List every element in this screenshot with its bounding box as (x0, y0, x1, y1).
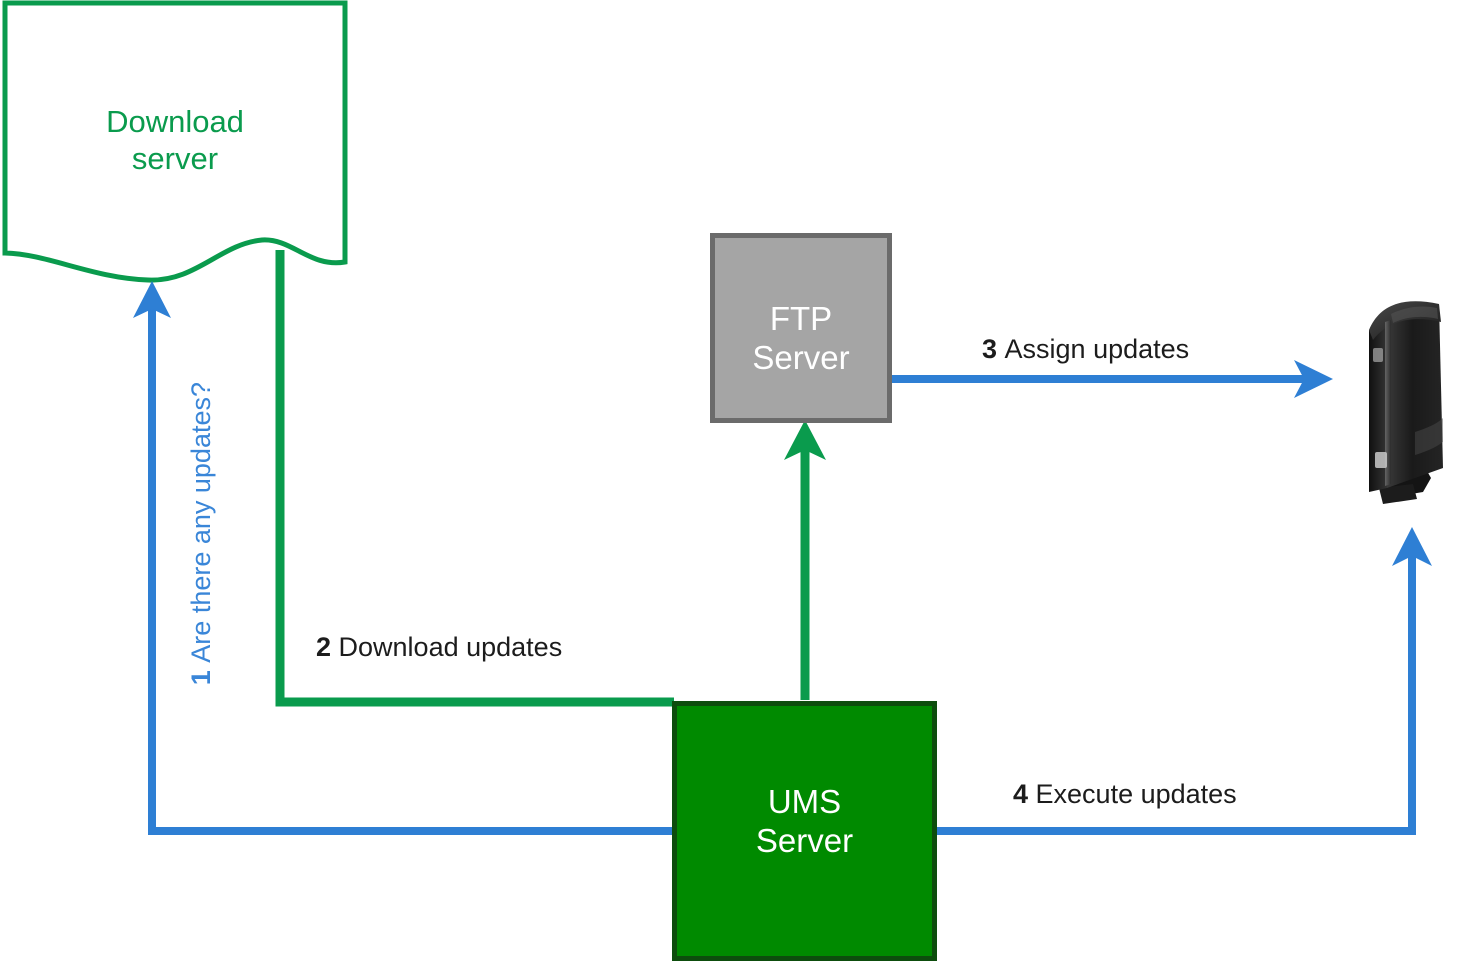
flow-4-connector (937, 542, 1416, 835)
ftp-server-node[interactable] (710, 233, 892, 423)
flow-1-arrowhead (133, 281, 171, 318)
flow-2-connector (275, 250, 674, 707)
flow-4-arrowhead (1392, 527, 1432, 566)
flow-3-arrowhead (1294, 360, 1333, 398)
ums-to-ftp-arrowhead (784, 420, 826, 460)
flow-1-connector (148, 292, 672, 835)
thin-client-device-icon (1369, 301, 1443, 504)
download-server-shape (2, 0, 348, 283)
ums-server-node[interactable] (672, 701, 937, 961)
